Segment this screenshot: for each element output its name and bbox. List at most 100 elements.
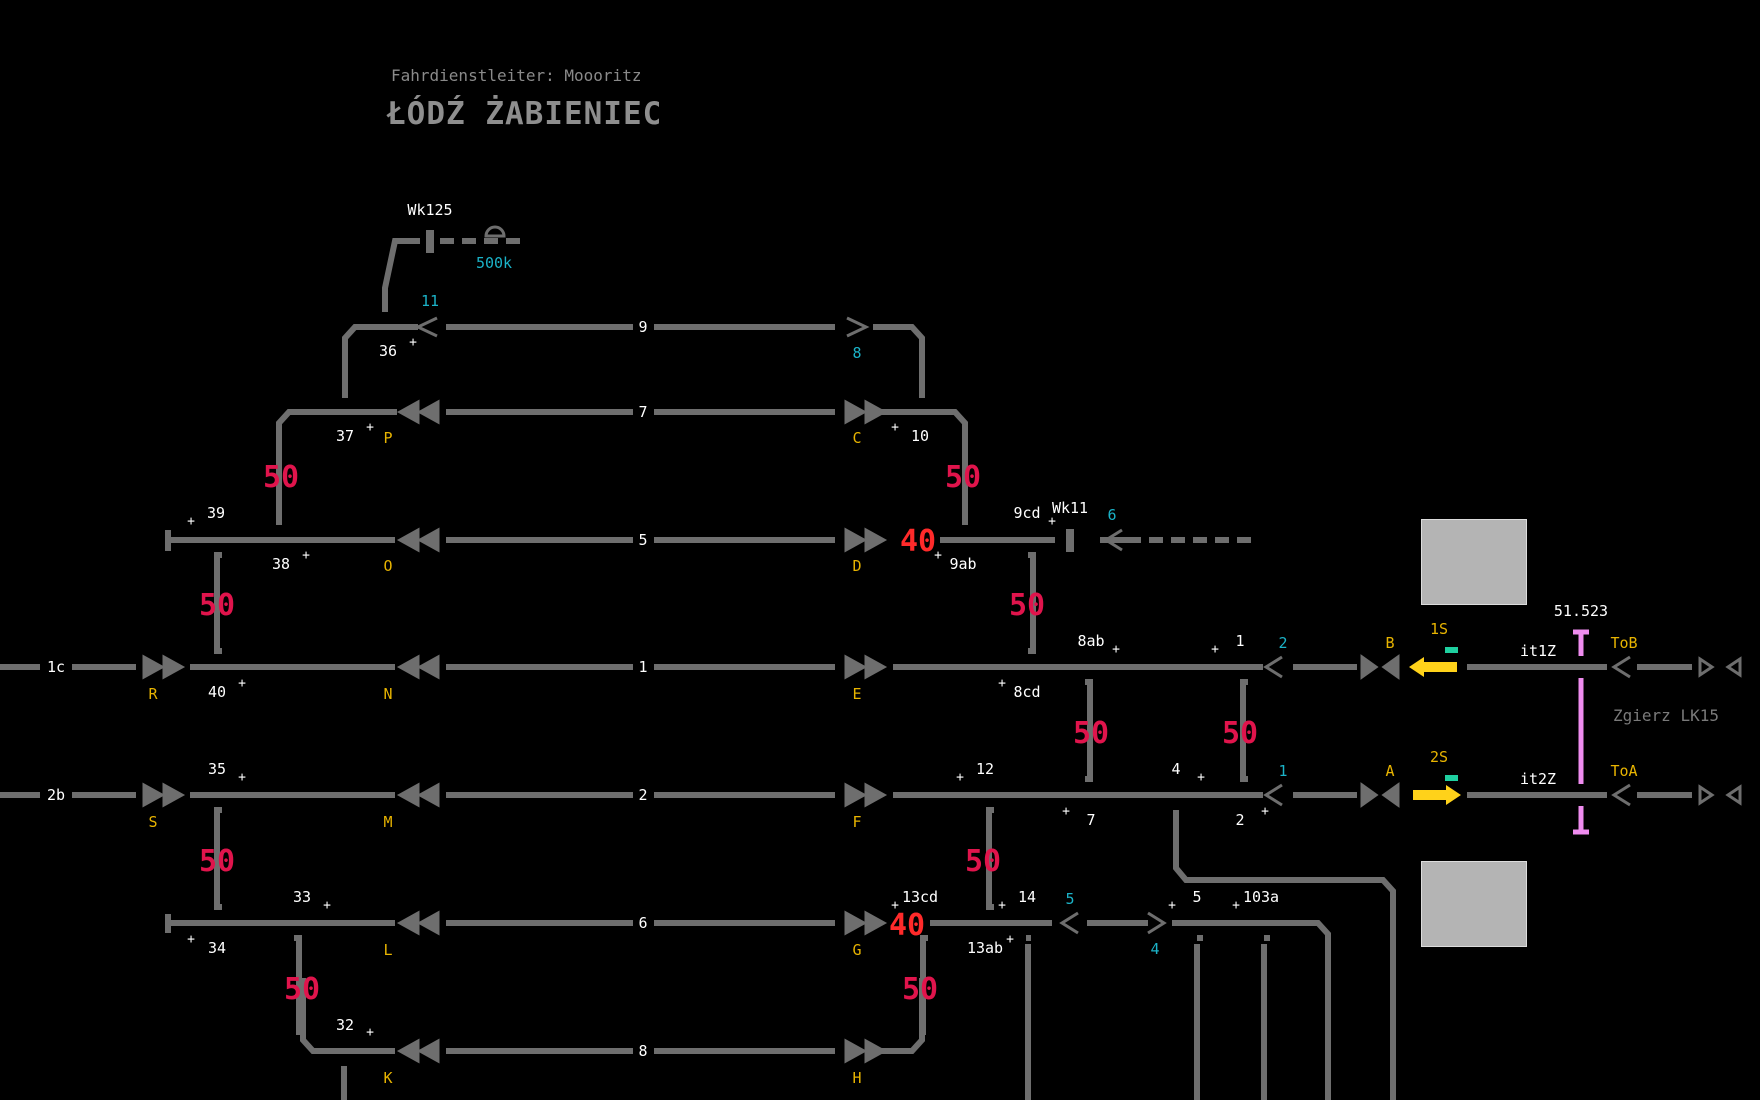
buffer-stops	[165, 225, 1074, 933]
svg-text:+: +	[1211, 642, 1219, 657]
svg-text:+: +	[238, 770, 246, 785]
crossover-35-33[interactable]	[214, 807, 222, 910]
switch-37[interactable]: 37	[336, 427, 354, 445]
switch-5[interactable]: 5	[1192, 888, 1201, 906]
crossover-12-14[interactable]	[986, 807, 994, 910]
svg-text:+: +	[998, 898, 1006, 913]
switch-33[interactable]: 33	[293, 888, 311, 906]
switch-8cd[interactable]: 8cd	[1013, 683, 1040, 701]
block-box-bottom[interactable]	[1421, 861, 1527, 947]
svg-text:+: +	[998, 676, 1006, 691]
crossover-39-40[interactable]	[214, 552, 222, 654]
track-7-right-curve[interactable]	[873, 409, 968, 525]
track-9-label: 9	[638, 318, 647, 336]
sig-D[interactable]	[844, 527, 888, 553]
sig-B[interactable]	[1360, 654, 1400, 680]
sig-exit-1[interactable]	[1698, 656, 1742, 678]
route-number-2: 2	[1278, 634, 1287, 652]
switch-35[interactable]: 35	[208, 760, 226, 778]
sig-P[interactable]	[396, 399, 440, 425]
sig-4-chevron[interactable]	[1147, 911, 1167, 935]
sig-ToB-chevron[interactable]	[1611, 655, 1631, 679]
direction-arrow-west[interactable]	[1409, 657, 1457, 677]
switch-36[interactable]: 36	[379, 342, 397, 360]
km-label: 51.523	[1554, 602, 1608, 620]
signal-label-2S: 2S	[1430, 748, 1448, 766]
switch-39[interactable]: 39	[207, 504, 225, 522]
sig-M[interactable]	[396, 782, 440, 808]
sig-ToA-chevron[interactable]	[1611, 783, 1631, 807]
switch-38[interactable]: 38	[272, 555, 290, 573]
km-mast-bottom	[1573, 806, 1589, 835]
switch-103a[interactable]: 103a	[1243, 888, 1279, 906]
track-8-label: 8	[638, 1042, 647, 1060]
switch-32[interactable]: 32	[336, 1016, 354, 1034]
sig-S[interactable]	[142, 782, 186, 808]
direction-arrow-east[interactable]	[1413, 785, 1461, 805]
signal-label-E: E	[852, 685, 861, 703]
svg-text:+: +	[1062, 804, 1070, 819]
switch-13ab[interactable]: 13ab	[967, 939, 1003, 957]
crossover-13ab-8[interactable]	[920, 935, 928, 1035]
sig-1-chevron[interactable]	[1263, 783, 1283, 807]
crossover-1-2[interactable]	[1240, 679, 1248, 782]
sig-exit-2[interactable]	[1698, 784, 1742, 806]
track-2-label: 2	[638, 786, 647, 804]
track-6-southeast[interactable]	[1172, 920, 1331, 1100]
switch-12[interactable]: 12	[976, 760, 994, 778]
switch-10[interactable]: 10	[911, 427, 929, 445]
switch-14[interactable]: 14	[1018, 888, 1036, 906]
track-9-left-curve[interactable]	[342, 324, 418, 398]
switch-34[interactable]: 34	[208, 939, 226, 957]
sig-wk11-chevron[interactable]	[1103, 528, 1123, 552]
sig-5-chevron[interactable]	[1059, 911, 1079, 935]
sig-E[interactable]	[844, 654, 888, 680]
direction-indicators	[1409, 647, 1461, 805]
svg-text:+: +	[323, 898, 331, 913]
block-box-top[interactable]	[1421, 519, 1527, 605]
crossover-34-32[interactable]	[294, 935, 302, 1035]
it1z-label: it1Z	[1520, 642, 1556, 660]
svg-text:+: +	[1006, 932, 1014, 947]
sig-A[interactable]	[1360, 782, 1400, 808]
switch-9ab[interactable]: 9ab	[949, 555, 976, 573]
switch-7[interactable]: 7	[1086, 811, 1095, 829]
sig-9-left[interactable]	[417, 316, 438, 338]
svg-text:+: +	[302, 548, 310, 563]
svg-text:+: +	[1112, 642, 1120, 657]
sig-O[interactable]	[396, 527, 440, 553]
switch-4[interactable]: 4	[1171, 760, 1180, 778]
crossover-9ab-8ab[interactable]	[1028, 552, 1036, 654]
station-title: ŁÓDŹ ŻABIENIEC	[387, 96, 663, 132]
signal-label-G: G	[852, 941, 861, 959]
switch-1[interactable]: 1	[1235, 632, 1244, 650]
spur-wk125[interactable]	[382, 238, 420, 312]
switch-8ab[interactable]: 8ab	[1077, 632, 1104, 650]
signal-label-B: B	[1385, 634, 1394, 652]
sig-9-right[interactable]	[846, 316, 870, 338]
track-2-southeast[interactable]	[1173, 810, 1396, 1100]
switch-40[interactable]: 40	[208, 683, 226, 701]
wk11-label: Wk11	[1052, 499, 1088, 517]
sig-H[interactable]	[844, 1038, 888, 1064]
switch-9cd[interactable]: 9cd	[1013, 504, 1040, 522]
sig-G[interactable]	[844, 910, 888, 936]
sig-F[interactable]	[844, 782, 888, 808]
switch-2[interactable]: 2	[1235, 811, 1244, 829]
svg-text:+: +	[956, 770, 964, 785]
track-8-left-curve[interactable]	[300, 978, 395, 1054]
switch-13cd[interactable]: 13cd	[902, 888, 938, 906]
sig-N[interactable]	[396, 654, 440, 680]
sig-L[interactable]	[396, 910, 440, 936]
svg-text:+: +	[409, 335, 417, 350]
wk125-semaphore	[484, 225, 506, 238]
crossover-8cd-7[interactable]	[1085, 679, 1093, 782]
sig-R[interactable]	[142, 654, 186, 680]
sig-K[interactable]	[396, 1038, 440, 1064]
signal-label-1S: 1S	[1430, 620, 1448, 638]
track-7-left-curve[interactable]	[276, 409, 397, 525]
track-9-right-curve[interactable]	[873, 324, 925, 398]
sig-2-chevron[interactable]	[1263, 655, 1283, 679]
sig-C[interactable]	[844, 399, 888, 425]
